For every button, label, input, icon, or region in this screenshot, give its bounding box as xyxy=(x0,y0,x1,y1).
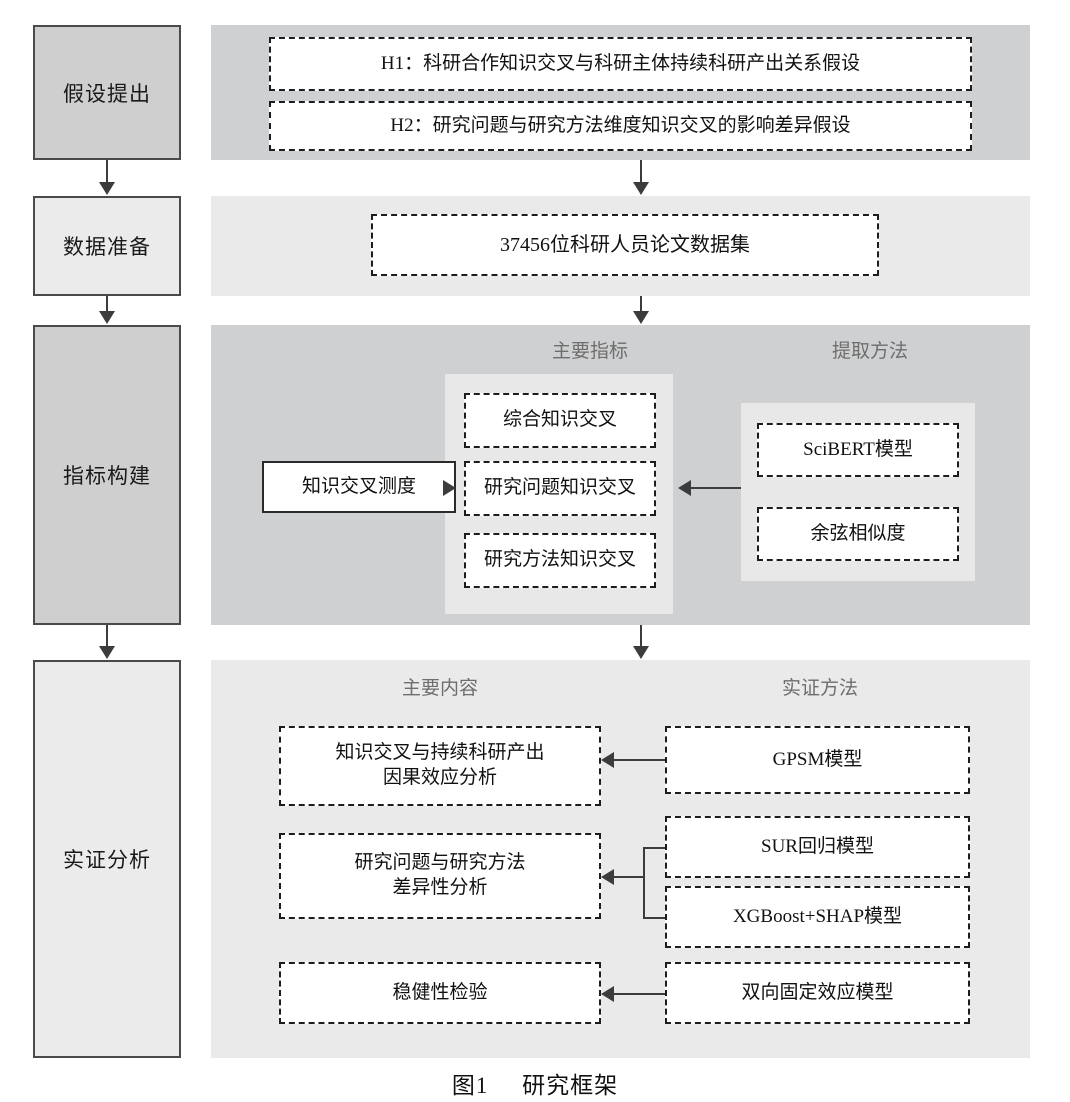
method-box-scibert[interactable]: SciBERT模型 xyxy=(757,423,959,477)
indicator-label: 综合知识交叉 xyxy=(502,409,617,431)
content-box-robustness[interactable]: 稳健性检验 xyxy=(279,962,601,1024)
connector-twowayfe-robustness xyxy=(614,993,665,995)
method-label: 双向固定效应模型 xyxy=(741,981,894,1003)
stage-empirical[interactable]: 实证分析 xyxy=(33,660,181,1058)
caption-gap xyxy=(495,1073,515,1098)
flow-arrow-data-indicator xyxy=(633,311,649,324)
stage-hypothesis[interactable]: 假设提出 xyxy=(33,25,181,160)
header-text: 实证方法 xyxy=(781,678,858,699)
content-label: 研究问题与研究方法 差异性分析 xyxy=(354,852,526,898)
indicator-box-research-question[interactable]: 研究问题知识交叉 xyxy=(464,461,656,516)
arrow-twowayfe-robustness xyxy=(601,986,614,1002)
measure-box[interactable]: 知识交叉测度 xyxy=(262,461,456,513)
indicator-label: 研究问题知识交叉 xyxy=(483,477,636,499)
hypothesis-box-h2[interactable]: H2：研究问题与研究方法维度知识交叉的影响差异假设 xyxy=(269,101,972,151)
caption-label: 图1 xyxy=(451,1073,489,1098)
flow-connector-hypothesis-data xyxy=(640,160,642,183)
caption-title: 研究框架 xyxy=(522,1073,619,1098)
flow-connector-data-indicator xyxy=(640,296,642,312)
connector-bracket-difference xyxy=(614,876,644,878)
connector-xgboost-bracket xyxy=(643,917,665,919)
flow-arrow-indicator-empirical xyxy=(633,646,649,659)
method-label: SUR回归模型 xyxy=(761,835,874,857)
indicator-box-comprehensive[interactable]: 综合知识交叉 xyxy=(464,393,656,448)
connector-bracket-spine xyxy=(643,847,645,919)
header-main-content: 主要内容 xyxy=(350,673,530,700)
connector-gpsm-causal xyxy=(614,759,665,761)
dataset-label: 37456位科研人员论文数据集 xyxy=(500,234,750,256)
empirical-method-box-xgboost[interactable]: XGBoost+SHAP模型 xyxy=(665,886,970,948)
method-label: SciBERT模型 xyxy=(803,438,913,460)
measure-label: 知识交叉测度 xyxy=(301,475,416,497)
flow-arrow-hypothesis-data xyxy=(633,182,649,195)
method-label: XGBoost+SHAP模型 xyxy=(732,905,903,927)
stage-label: 假设提出 xyxy=(63,81,151,106)
arrow-measure-indicators xyxy=(443,480,456,496)
hypothesis-label: H2：研究问题与研究方法维度知识交叉的影响差异假设 xyxy=(390,114,851,136)
content-box-difference[interactable]: 研究问题与研究方法 差异性分析 xyxy=(279,833,601,919)
arrow-methods-indicators xyxy=(678,480,691,496)
content-label: 知识交叉与持续科研产出 因果效应分析 xyxy=(335,742,545,788)
stage-indicator[interactable]: 指标构建 xyxy=(33,325,181,625)
stage-connector-3 xyxy=(106,625,108,647)
content-label: 稳健性检验 xyxy=(392,981,488,1003)
header-text: 提取方法 xyxy=(831,341,908,362)
stage-connector-2 xyxy=(106,296,108,312)
connector-sur-bracket xyxy=(643,847,665,849)
method-label: 余弦相似度 xyxy=(810,522,906,544)
method-label: GPSM模型 xyxy=(772,748,863,770)
hypothesis-label: H1：科研合作知识交叉与科研主体持续科研产出关系假设 xyxy=(380,52,861,74)
stage-arrow-1 xyxy=(99,182,115,195)
header-extraction-methods: 提取方法 xyxy=(780,336,960,363)
header-main-indicators: 主要指标 xyxy=(500,336,680,363)
stage-arrow-3 xyxy=(99,646,115,659)
figure-caption: 图1 研究框架 xyxy=(0,1066,1070,1100)
arrow-gpsm-causal xyxy=(601,752,614,768)
header-text: 主要内容 xyxy=(401,678,478,699)
stage-data[interactable]: 数据准备 xyxy=(33,196,181,296)
stage-label: 实证分析 xyxy=(63,848,151,872)
stage-arrow-2 xyxy=(99,311,115,324)
stage-label: 指标构建 xyxy=(63,464,151,488)
header-empirical-methods: 实证方法 xyxy=(730,673,910,700)
empirical-method-box-gpsm[interactable]: GPSM模型 xyxy=(665,726,970,794)
connector-methods-indicators xyxy=(691,487,741,489)
flow-connector-indicator-empirical xyxy=(640,625,642,647)
header-text: 主要指标 xyxy=(551,341,628,362)
indicator-box-research-method[interactable]: 研究方法知识交叉 xyxy=(464,533,656,588)
content-box-causal[interactable]: 知识交叉与持续科研产出 因果效应分析 xyxy=(279,726,601,806)
arrow-bracket-difference xyxy=(601,869,614,885)
stage-connector-1 xyxy=(106,160,108,183)
indicator-label: 研究方法知识交叉 xyxy=(483,549,636,571)
empirical-method-box-sur[interactable]: SUR回归模型 xyxy=(665,816,970,878)
stage-label: 数据准备 xyxy=(63,235,151,259)
method-box-cosine[interactable]: 余弦相似度 xyxy=(757,507,959,561)
dataset-box[interactable]: 37456位科研人员论文数据集 xyxy=(371,214,879,276)
empirical-method-box-twoway-fe[interactable]: 双向固定效应模型 xyxy=(665,962,970,1024)
hypothesis-box-h1[interactable]: H1：科研合作知识交叉与科研主体持续科研产出关系假设 xyxy=(269,37,972,91)
